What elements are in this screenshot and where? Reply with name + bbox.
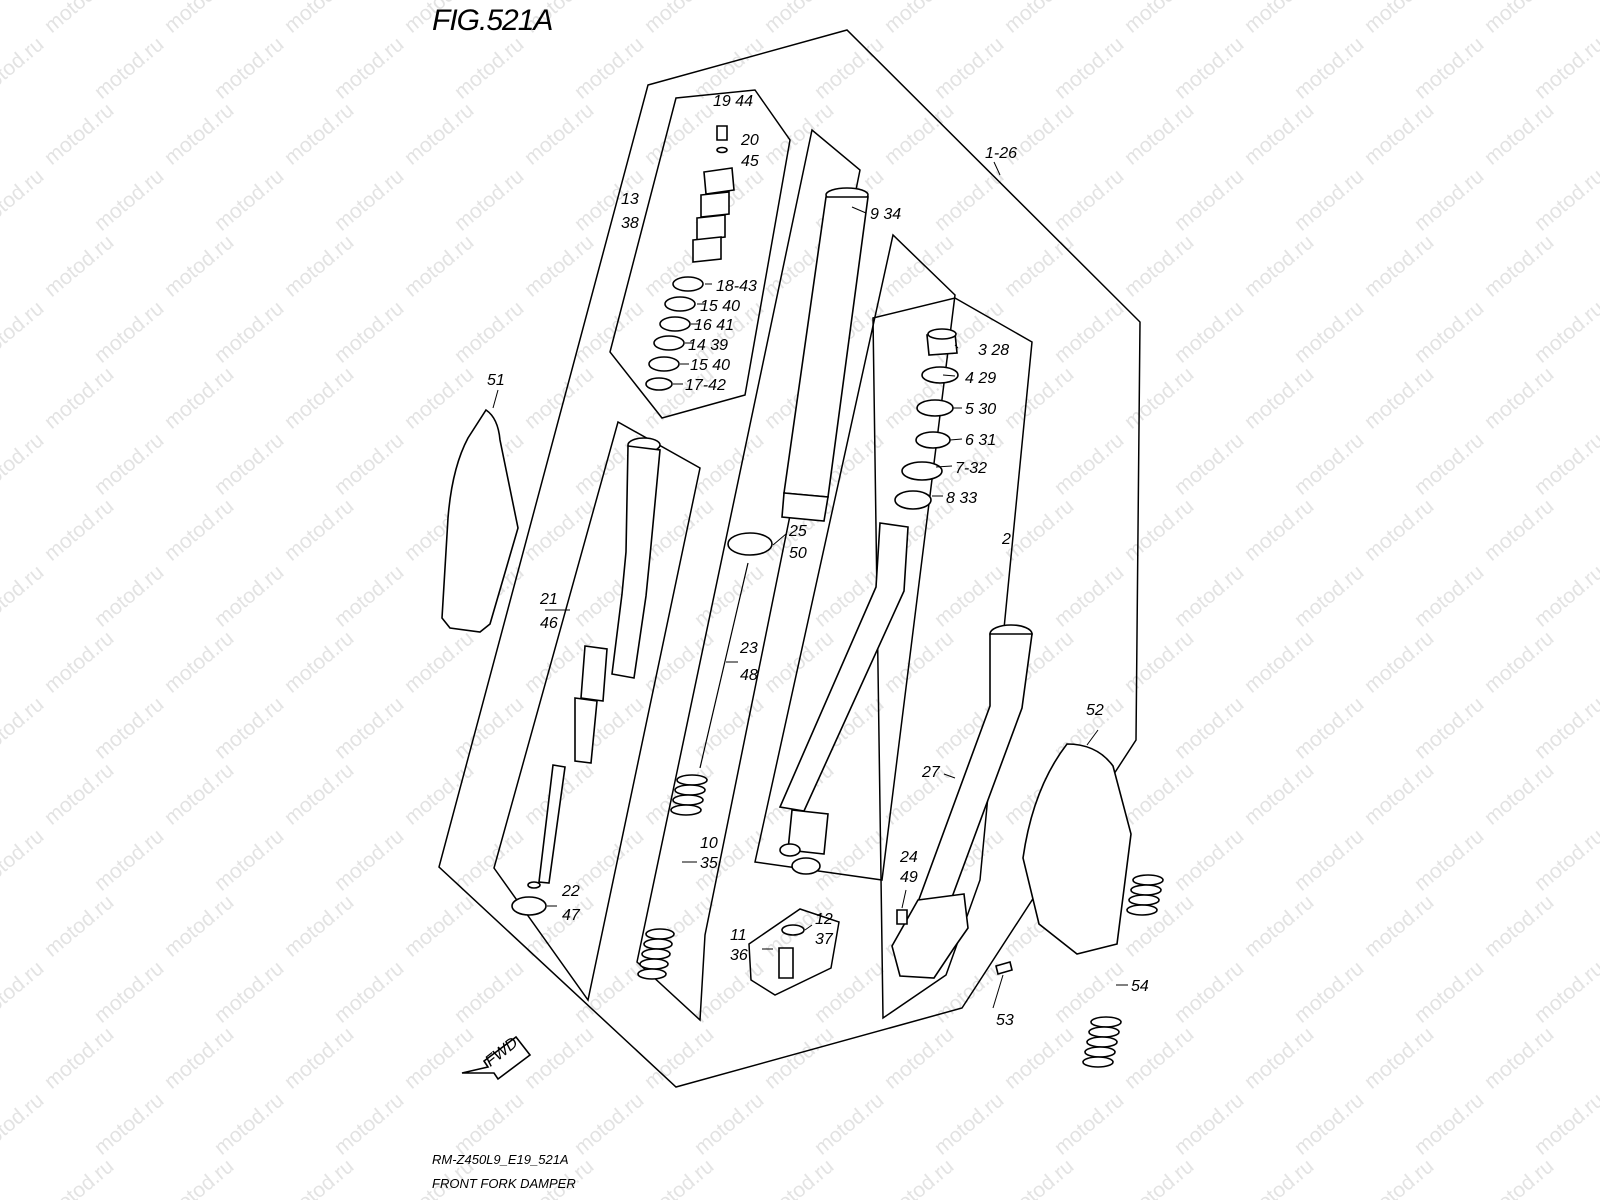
callout-8-33: 8 33 [946,490,977,507]
fork-guard-right [1022,743,1132,955]
callout-22: 22 [561,883,580,900]
callout-11: 11 [730,927,747,944]
callout-54: 54 [1131,978,1149,995]
callout-13: 13 [621,191,639,208]
callout-20: 20 [740,132,759,149]
callout-5-30: 5 30 [965,401,996,418]
callout-50: 50 [789,545,807,562]
callout-3-28: 3 28 [978,342,1009,359]
rebound-spring-lower [637,928,675,980]
frame-outer-tube-group [754,233,956,881]
callout-24: 24 [899,849,918,866]
bushing-seal-stack [894,328,959,510]
figure-title: FIG.521A [432,4,553,37]
callout-10: 10 [700,835,718,852]
forward-direction-arrow: FWD [461,1034,532,1081]
callout-51: 51 [487,372,505,389]
o-ring-25 [727,532,773,556]
callout-35: 35 [700,855,718,872]
callout-17-42: 17-42 [685,377,726,394]
frame-cap-valve-group [609,89,791,419]
callout-1-26: 1-26 [985,145,1017,162]
inner-tube [781,187,869,522]
callout-21: 21 [539,591,558,608]
callout-38: 38 [621,215,639,232]
callout-2: 2 [1001,531,1011,548]
callout-45: 45 [741,153,759,170]
o-ring-stack [645,276,704,391]
callout-37: 37 [815,931,834,948]
callout-46: 46 [540,615,558,632]
callout-47: 47 [562,907,581,924]
callout-19-44: 19 44 [713,93,753,110]
callout-9-34: 9 34 [870,206,901,223]
fork-spring-upper [1126,874,1164,916]
base-valve [778,924,805,979]
axle-holder-tube [891,624,1033,979]
rebound-spring-upper [670,774,708,816]
callout-36: 36 [730,947,748,964]
callout-27: 27 [921,764,941,781]
outer-tube [778,522,909,875]
push-rod [699,562,749,769]
callout-18-43: 18-43 [716,278,757,295]
callout-14-39: 14 39 [688,337,728,354]
diagram-title: FRONT FORK DAMPER [432,1176,576,1191]
fork-guard-left [441,408,519,633]
callout-6-31: 6 31 [965,432,996,449]
callout-15-40-upper: 15 40 [700,298,740,315]
callout-53: 53 [996,1012,1014,1029]
bolt-24 [896,909,908,925]
frame-inner-tube-group [636,128,861,1022]
damper-cylinder [527,437,661,889]
frame-cylinder-group [493,420,701,1002]
callout-12: 12 [815,911,833,928]
callout-15-40-lower: 15 40 [690,357,730,374]
fork-spring-lower [1082,1016,1122,1068]
callout-48: 48 [740,667,758,684]
callout-49: 49 [900,869,918,886]
frame-base-valve-group [748,908,840,996]
callout-4-29: 4 29 [965,370,996,387]
callout-52: 52 [1086,702,1104,719]
callout-7-32: 7-32 [955,460,987,477]
callout-16-41: 16 41 [694,317,734,334]
model-code: RM-Z450L9_E19_521A [432,1152,569,1167]
callout-23: 23 [739,640,758,657]
callout-25: 25 [788,523,807,540]
bolt-53 [995,961,1013,975]
seal-ring-22 [511,896,547,916]
cap-bolt [692,125,735,263]
